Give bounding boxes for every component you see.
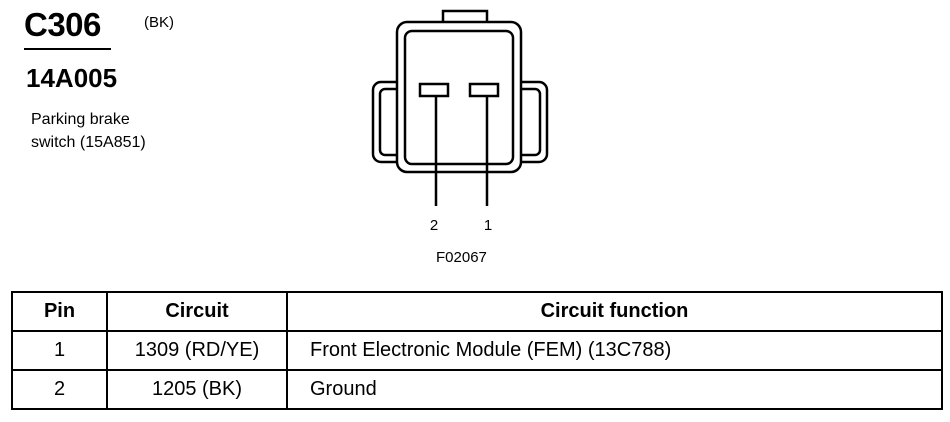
table-header-row: Pin Circuit Circuit function <box>11 291 943 332</box>
component-description-line1: Parking brake <box>31 111 130 128</box>
connector-id-underline <box>24 48 111 50</box>
cell-circuit: 1309 (RD/YE) <box>106 330 288 371</box>
table-row: 1 1309 (RD/YE) Front Electronic Module (… <box>11 330 943 371</box>
figure-code: F02067 <box>436 249 487 266</box>
pin-label-1: 1 <box>484 217 492 234</box>
pin-table: Pin Circuit Circuit function 1 1309 (RD/… <box>11 291 943 410</box>
connector-id: C306 <box>24 6 101 43</box>
connector-color: (BK) <box>144 14 174 31</box>
connector-housing-inner <box>403 29 515 166</box>
part-number: 14A005 <box>26 63 118 93</box>
header-circuit-function: Circuit function <box>286 291 943 332</box>
pin-label-2: 2 <box>430 217 438 234</box>
cell-pin: 2 <box>11 369 108 410</box>
pin-terminal-1 <box>468 82 500 98</box>
cell-circuit: 1205 (BK) <box>106 369 288 410</box>
connector-face-diagram: 2 1 <box>371 9 549 234</box>
cell-circuit-function: Ground <box>286 369 943 410</box>
table-row: 2 1205 (BK) Ground <box>11 369 943 410</box>
cell-circuit-function: Front Electronic Module (FEM) (13C788) <box>286 330 943 371</box>
component-description-line2: switch (15A851) <box>31 134 146 151</box>
pin-terminal-2 <box>418 82 450 98</box>
cell-pin: 1 <box>11 330 108 371</box>
header-circuit: Circuit <box>106 291 288 332</box>
header-pin: Pin <box>11 291 108 332</box>
